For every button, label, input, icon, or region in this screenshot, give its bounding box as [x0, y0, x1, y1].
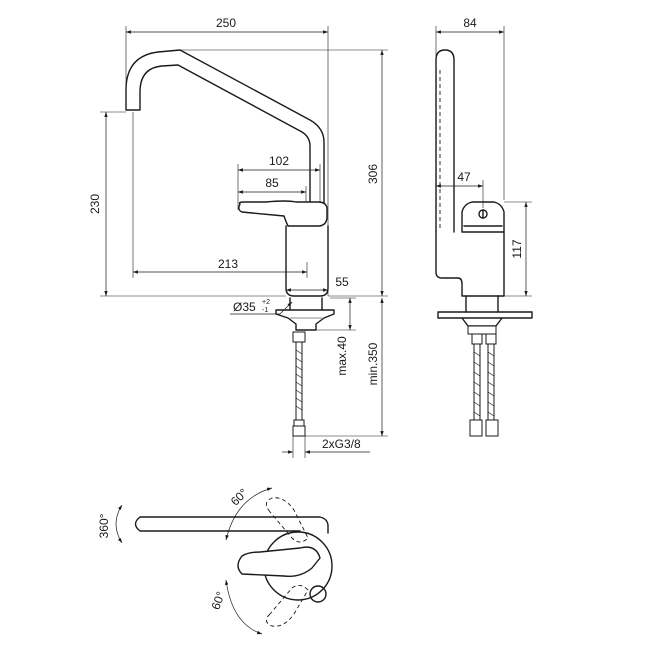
- body-outline: [285, 225, 329, 297]
- dim-306-label: 306: [366, 164, 380, 184]
- hose-nut-bottom: [292, 425, 306, 437]
- hose-braid-pattern: [295, 349, 303, 411]
- side-hose-nut-bottom-right: [485, 419, 499, 437]
- top-spout-arm: [134, 516, 329, 534]
- top-knob: [309, 585, 327, 603]
- top-lever-ghost-lower: [266, 585, 309, 627]
- side-hose-nut-top-right: [485, 333, 497, 345]
- mount-plate: [275, 309, 335, 331]
- lever-outline: [238, 200, 328, 227]
- top-lever-ghost-upper: [266, 497, 309, 543]
- front-view: 250 230 306 102 85 213 55 Ø35 +2 -1: [88, 16, 388, 458]
- spout-outline: [125, 49, 325, 207]
- dim-tolerance-upper: +2: [262, 299, 270, 306]
- side-nut: [461, 317, 503, 327]
- dim-tolerance-lower: -1: [262, 307, 268, 314]
- dim-117-label: 117: [510, 239, 524, 258]
- dim-min350-label: min.350: [366, 342, 380, 385]
- angle-label-lower: 60°: [209, 590, 228, 612]
- side-washer: [467, 325, 497, 335]
- side-mount-plate: [437, 311, 533, 319]
- dim-213-label: 213: [218, 257, 238, 271]
- hose-nut-top: [292, 331, 306, 343]
- side-view: 84 47 117: [435, 16, 533, 437]
- dim-diameter-label: Ø35: [233, 300, 256, 314]
- dim-55-label: 55: [335, 275, 349, 289]
- side-hose-braid: [473, 351, 495, 417]
- rotation-label: 360°: [97, 513, 111, 538]
- angle-arc-lower: [224, 579, 263, 635]
- angle-arc-upper: [225, 487, 273, 541]
- dim-250-label: 250: [216, 16, 236, 30]
- side-hose-nut-top-left: [471, 333, 483, 345]
- dim-84-label: 84: [463, 16, 477, 30]
- side-body: [435, 231, 505, 297]
- side-hoses: [469, 333, 499, 437]
- dim-102-label: 102: [269, 154, 289, 168]
- hose-ferrule: [293, 419, 305, 427]
- dim-230-label: 230: [88, 194, 102, 214]
- top-view: 360° 60° 60°: [97, 486, 333, 635]
- dim-85-label: 85: [265, 176, 279, 190]
- rotation-arc: [115, 504, 123, 544]
- side-hose-nut-bottom-left: [469, 419, 483, 437]
- dim-g38-label: 2xG3/8: [322, 437, 361, 451]
- dim-47-label: 47: [457, 170, 471, 184]
- dim-max40-label: max.40: [335, 336, 349, 376]
- top-lever: [237, 546, 321, 578]
- leader-arrow-dia: [279, 301, 293, 315]
- angle-label-upper: 60°: [228, 486, 251, 509]
- hose-front: [292, 331, 306, 437]
- side-spout: [435, 49, 455, 233]
